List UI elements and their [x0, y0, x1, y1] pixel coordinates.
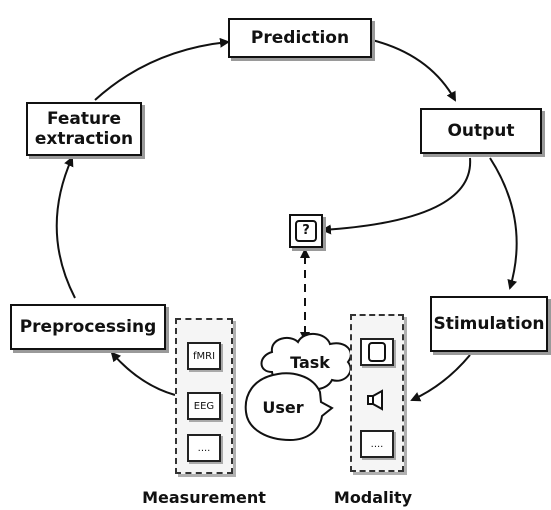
fmri-label: fMRI [192, 350, 216, 362]
preprocessing-box: Preprocessing [10, 304, 166, 350]
output-label: Output [447, 121, 515, 141]
stimulation-box: Stimulation [430, 296, 548, 352]
arrow-preprocessing-to-feature [55, 156, 76, 299]
prediction-box: Prediction [228, 18, 372, 58]
user-label: User [262, 398, 304, 417]
question-box: ? [289, 214, 323, 248]
eeg-item: EEG [187, 392, 221, 420]
screen-item [360, 338, 394, 366]
arrow-output-to-stimulation [489, 157, 518, 290]
eeg-label: EEG [193, 400, 215, 412]
measurement-caption: Measurement [142, 488, 266, 507]
modality-group: .... [350, 314, 404, 472]
screen-icon [368, 342, 386, 362]
task-label: Task [290, 353, 330, 372]
measurement-more-item: .... [187, 434, 221, 462]
speaker-item [360, 386, 394, 414]
measurement-more-label: .... [197, 442, 211, 454]
modality-more-label: .... [370, 438, 384, 450]
speaker-icon [367, 389, 383, 411]
question-icon: ? [295, 220, 317, 242]
fmri-item: fMRI [187, 342, 221, 370]
modality-more-item: .... [360, 430, 394, 458]
arrow-stimulation-to-modality [410, 354, 471, 402]
prediction-label: Prediction [250, 28, 350, 48]
feature-extraction-label: Feature extraction [34, 109, 134, 149]
arrow-feature-to-prediction [94, 37, 230, 101]
arrow-prediction-to-output [371, 39, 456, 102]
question-label: ? [302, 223, 310, 238]
feature-extraction-box: Feature extraction [26, 102, 142, 156]
arrow-output-to-question [321, 157, 472, 235]
stimulation-label: Stimulation [433, 314, 545, 334]
arrow-measurement-to-preprocessing [110, 351, 176, 396]
user-bubble [244, 372, 334, 442]
measurement-group: fMRI EEG .... [175, 318, 233, 474]
modality-caption: Modality [333, 488, 413, 507]
output-box: Output [420, 108, 542, 154]
preprocessing-label: Preprocessing [19, 317, 157, 337]
